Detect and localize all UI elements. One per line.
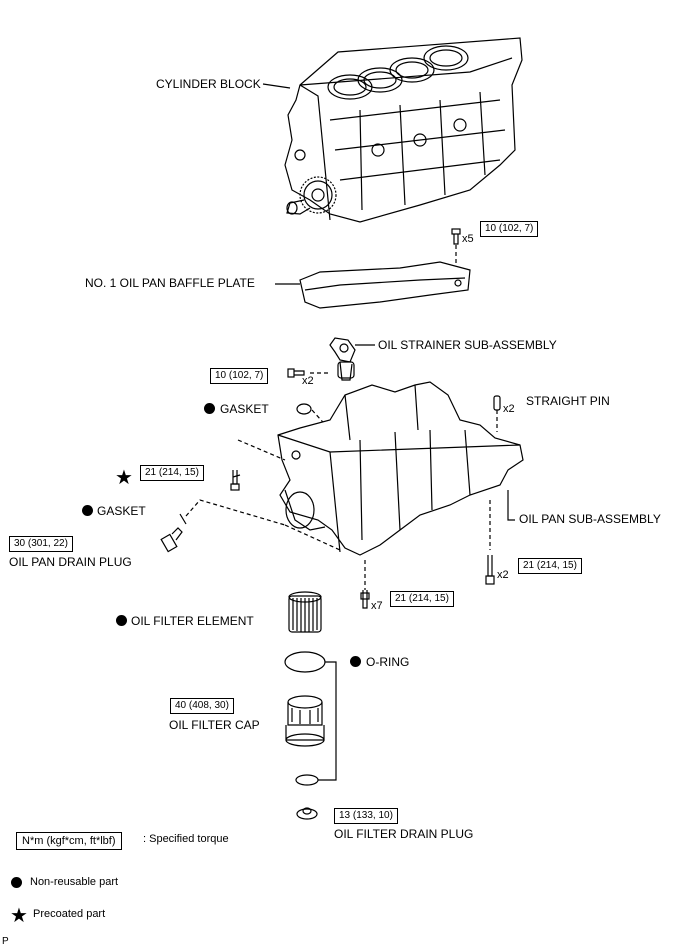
torque-box-pan-right: 21 (214, 15) <box>518 558 582 574</box>
gasket-lower-label: GASKET <box>97 504 146 518</box>
lower-gasket-illustration <box>179 513 187 525</box>
straight-pin-illustration <box>493 395 501 411</box>
baffle-plate-label: NO. 1 OIL PAN BAFFLE PLATE <box>85 276 255 290</box>
qty-pan-bolts-center: x7 <box>371 600 383 612</box>
upper-gasket-illustration <box>296 403 312 415</box>
qty-strainer-bolts: x2 <box>302 375 314 387</box>
qty-straight-pin: x2 <box>503 403 515 415</box>
torque-box-baffle: 10 (102, 7) <box>480 221 539 237</box>
o-ring-illustration <box>284 651 326 673</box>
filter-drain-plug-illustration <box>296 807 318 820</box>
cylinder-block-label: CYLINDER BLOCK <box>156 77 261 91</box>
torque-box-pan-center: 21 (214, 15) <box>390 591 454 607</box>
legend-precoated-star-icon: ★ <box>10 903 28 927</box>
drain-plug-illustration <box>160 527 183 553</box>
non-reusable-icon <box>350 656 361 667</box>
legend-precoated-text: Precoated part <box>33 908 106 920</box>
baffle-bolt-illustration <box>451 228 461 245</box>
corner-mark: P <box>2 936 9 947</box>
torque-box-pan-left: 21 (214, 15) <box>140 465 204 481</box>
small-o-ring-illustration <box>295 774 319 786</box>
filter-cap-label: OIL FILTER CAP <box>169 718 260 732</box>
legend-non-reusable-text: Non-reusable part <box>30 876 119 888</box>
oil-strainer-illustration <box>329 337 356 381</box>
qty-baffle-bolts: x5 <box>462 233 474 245</box>
torque-box-drain-plug: 30 (301, 22) <box>9 536 73 552</box>
qty-pan-bolts-right: x2 <box>497 569 509 581</box>
torque-box-filter-cap: 40 (408, 30) <box>170 698 234 714</box>
oil-filter-cap-illustration <box>285 695 325 747</box>
legend-torque-box: N*m (kgf*cm, ft*lbf) <box>16 832 122 850</box>
filter-element-label: OIL FILTER ELEMENT <box>131 614 254 628</box>
drain-plug-label: OIL PAN DRAIN PLUG <box>9 555 132 569</box>
torque-box-filter-drain: 13 (133, 10) <box>334 808 398 824</box>
non-reusable-icon <box>82 505 93 516</box>
precoated-star-icon: ★ <box>115 465 133 489</box>
oil-filter-element-illustration <box>288 591 322 633</box>
gasket-upper-label: GASKET <box>220 402 269 416</box>
oil-pan-label: OIL PAN SUB-ASSEMBLY <box>519 512 661 526</box>
baffle-plate-illustration <box>299 261 471 309</box>
non-reusable-icon <box>204 403 215 414</box>
non-reusable-icon <box>116 615 127 626</box>
legend-torque-text: : Specified torque <box>143 833 229 845</box>
straight-pin-label: STRAIGHT PIN <box>526 394 610 408</box>
pan-bolts-right-illustration <box>485 555 495 585</box>
cylinder-block-illustration <box>284 37 523 223</box>
crank-sprocket-illustration <box>286 176 337 215</box>
legend-non-reusable-icon <box>11 877 22 888</box>
filter-drain-plug-label: OIL FILTER DRAIN PLUG <box>334 827 474 841</box>
torque-box-strainer: 10 (102, 7) <box>210 368 269 384</box>
pan-bolt-left-illustration <box>230 470 240 491</box>
strainer-bolt-illustration <box>287 368 305 378</box>
oil-strainer-label: OIL STRAINER SUB-ASSEMBLY <box>378 338 557 352</box>
o-ring-label: O-RING <box>366 655 410 669</box>
pan-bolts-center-illustration <box>360 590 370 609</box>
oil-pan-illustration <box>277 381 524 556</box>
